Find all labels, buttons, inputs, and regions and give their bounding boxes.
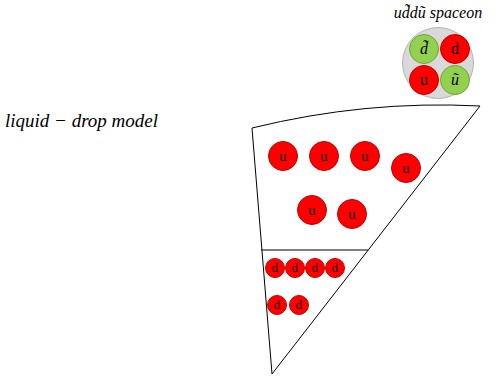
quark-label: u bbox=[308, 202, 316, 219]
quark-circle: ũ bbox=[440, 65, 470, 95]
quark-circle: d bbox=[325, 258, 345, 278]
node-heading: liquid − drop model bbox=[5, 110, 158, 132]
quark-label: d̃ bbox=[420, 40, 428, 58]
quark-circle: d̃ bbox=[409, 34, 439, 64]
quark-circle: u bbox=[350, 141, 380, 171]
quark-circle: u bbox=[268, 141, 298, 171]
quark-circle: d bbox=[305, 258, 325, 278]
spaceon-circle: ud̃dũ spaceond̃duũ bbox=[402, 27, 474, 99]
quark-circle: d bbox=[265, 258, 285, 278]
quark-label: d bbox=[296, 298, 303, 312]
quark-circle: d bbox=[440, 34, 470, 64]
quark-label: u bbox=[279, 148, 287, 165]
quark-label: u bbox=[361, 148, 369, 165]
quark-label: u bbox=[420, 71, 428, 89]
quark-label: ũ bbox=[451, 71, 459, 89]
quark-circle: u bbox=[297, 195, 327, 225]
quark-circle: u bbox=[391, 153, 421, 183]
liquid-drop-wedge: liquid − drop modeluuuuuudddddd bbox=[248, 100, 484, 378]
quark-label: d bbox=[272, 261, 279, 275]
quark-circle: d bbox=[285, 258, 305, 278]
quark-circle: d bbox=[267, 295, 287, 315]
quark-label: d bbox=[451, 40, 459, 58]
quark-circle: u bbox=[309, 141, 339, 171]
quark-label: d bbox=[312, 261, 319, 275]
quark-label: u bbox=[320, 148, 328, 165]
quark-circle: d bbox=[289, 295, 309, 315]
quark-circle: u bbox=[409, 65, 439, 95]
quark-label: u bbox=[348, 206, 356, 223]
node-heading: ud̃dũ spaceon bbox=[394, 4, 482, 22]
quark-label: d bbox=[332, 261, 339, 275]
quark-circle: u bbox=[337, 199, 367, 229]
quark-label: d bbox=[274, 298, 281, 312]
quark-label: d bbox=[292, 261, 299, 275]
wedge-shape bbox=[252, 105, 480, 374]
quark-label: u bbox=[402, 160, 410, 177]
divider-line bbox=[261, 250, 368, 251]
